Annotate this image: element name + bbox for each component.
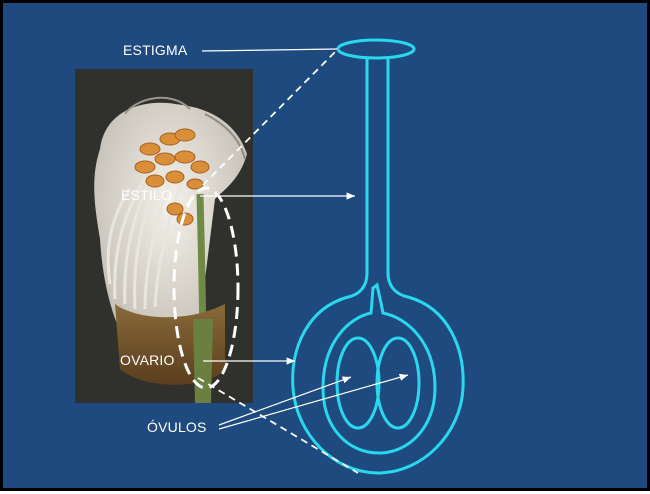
stigma-leader-line <box>202 49 337 51</box>
pistil-outer-outline <box>293 58 463 473</box>
dashed-pistil-highlight <box>174 188 238 388</box>
label-ovules: ÓVULOS <box>147 419 207 435</box>
pistil-diagram <box>3 3 650 494</box>
label-ovary: OVARIO <box>120 352 175 368</box>
stigma-outline <box>338 40 414 58</box>
dashed-projection-bottom <box>198 378 358 473</box>
label-stigma: ESTIGMA <box>123 42 187 58</box>
label-style: ESTILO <box>121 187 172 203</box>
ovule-left <box>337 338 379 428</box>
ovule-right <box>377 338 419 428</box>
ovule-arrow-left <box>219 377 351 425</box>
dashed-projection-top <box>203 49 338 185</box>
